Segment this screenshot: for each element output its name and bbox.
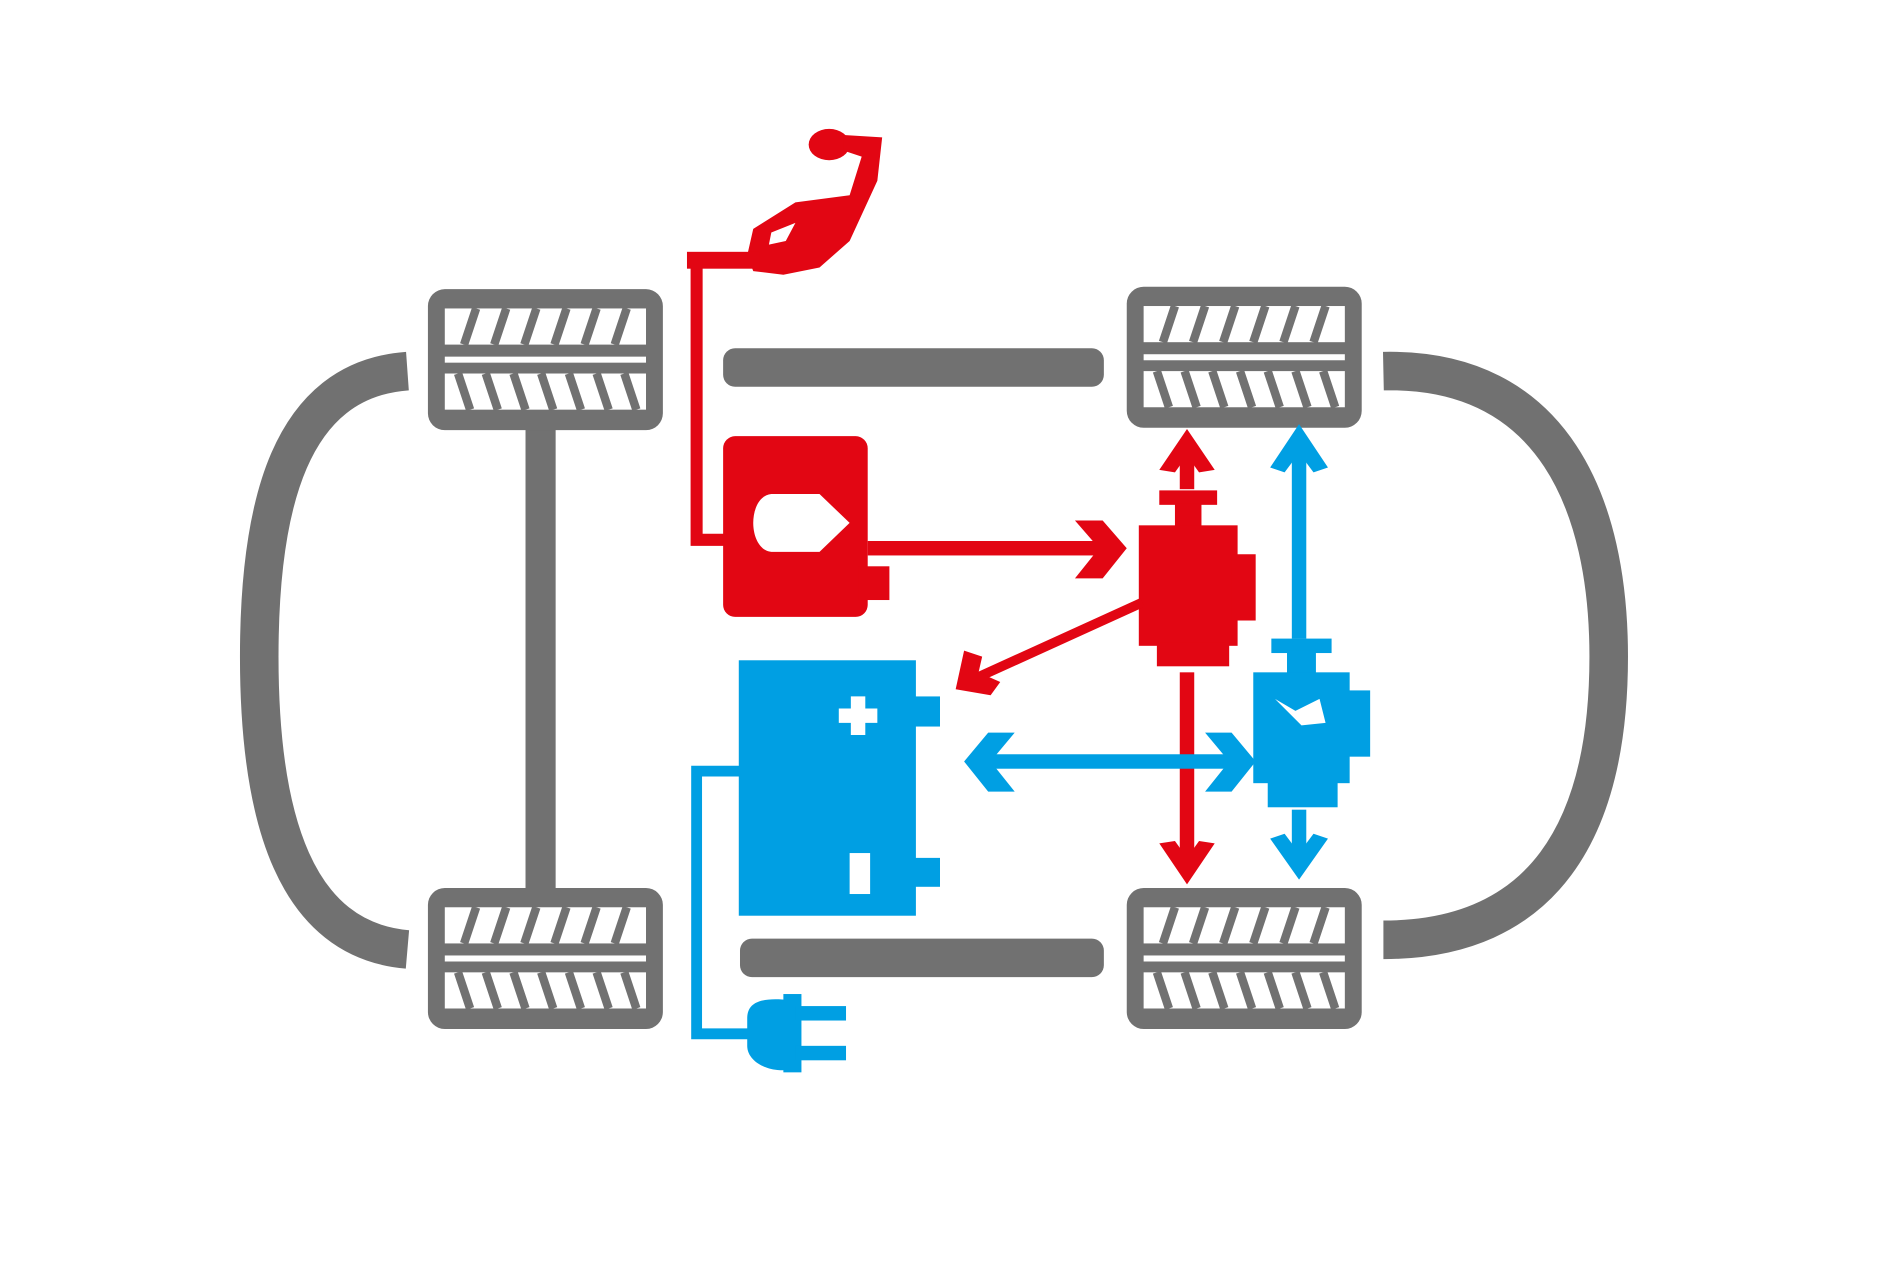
- charging-plug-icon: [747, 994, 847, 1073]
- red-electric-motor-icon: [1138, 490, 1256, 667]
- combustion-system: [686, 128, 1256, 885]
- blue-down-arrow: [1270, 809, 1328, 880]
- bottom-side-bar: [739, 938, 1104, 978]
- red-up-arrow: [1159, 428, 1215, 490]
- engine-to-motor-arrow: [867, 520, 1127, 579]
- red-down-arrow: [1159, 672, 1215, 885]
- tire-icon: [1127, 888, 1362, 1029]
- electric-system: [691, 424, 1371, 1073]
- right-body-arc: [1383, 351, 1628, 960]
- blue-electric-motor-icon: [1253, 638, 1371, 808]
- fuel-line: [690, 259, 726, 546]
- motor-to-battery-arrow: [955, 598, 1145, 696]
- rear-axle: [525, 421, 556, 892]
- tire-icon: [428, 289, 663, 430]
- tire-icon: [1127, 287, 1362, 428]
- blue-up-arrow: [1270, 424, 1328, 639]
- left-body-arc: [239, 351, 410, 969]
- tire-icon: [428, 888, 663, 1029]
- combustion-engine-icon: [723, 436, 890, 617]
- battery-motor-double-arrow: [964, 732, 1256, 792]
- chassis: [239, 287, 1628, 1029]
- fuel-nozzle-icon: [686, 128, 883, 275]
- top-side-bar: [723, 348, 1104, 387]
- charging-cable: [691, 765, 754, 1040]
- battery-icon: [738, 660, 940, 916]
